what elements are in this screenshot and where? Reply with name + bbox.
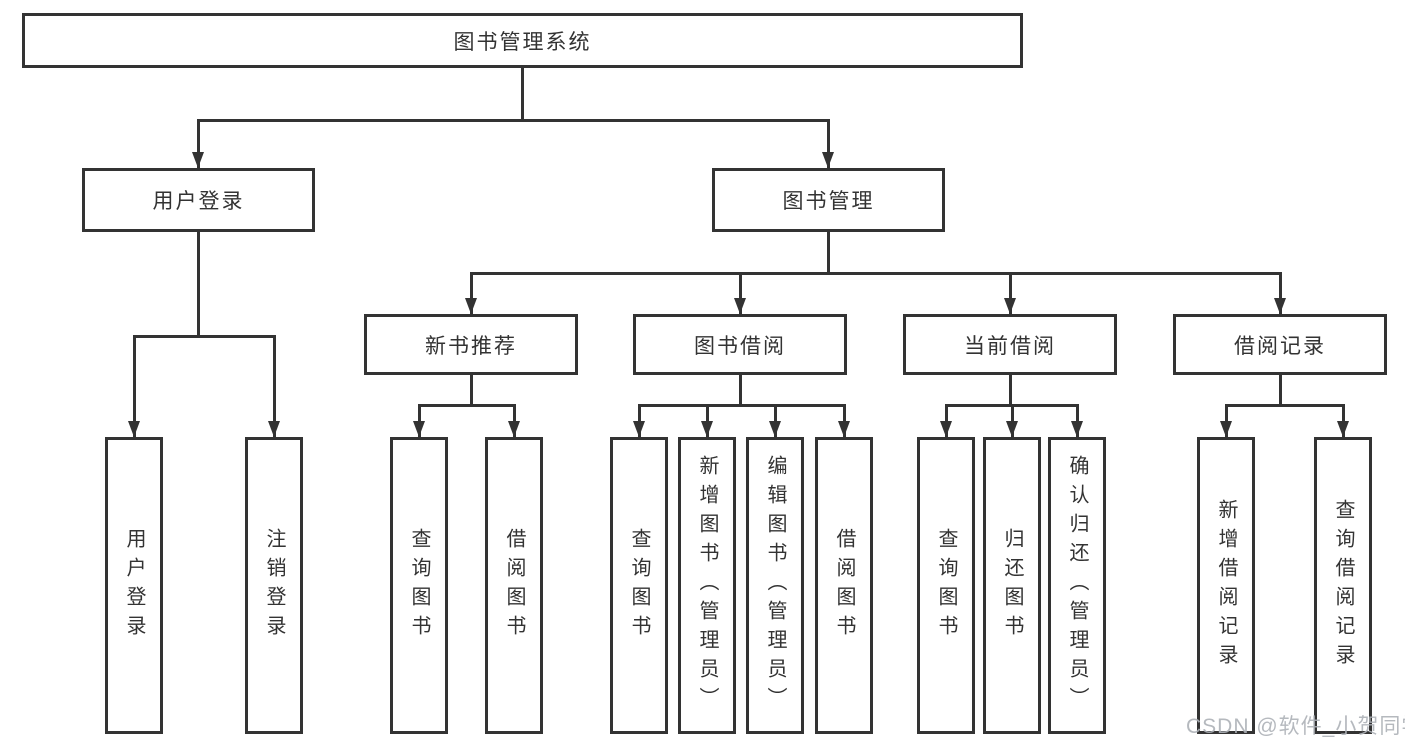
leaf-borrow-books-borrowing-label: 借阅图书 <box>833 527 855 644</box>
leaf-edit-books-admin-label: 编辑图书（管理员） <box>764 455 786 716</box>
arrowhead-icon <box>508 421 520 437</box>
arrowhead-icon <box>1274 298 1286 314</box>
leaf-query-borrow-record: 查询借阅记录 <box>1314 437 1372 734</box>
leaf-user-login-label: 用户登录 <box>123 527 145 644</box>
leaf-query-books-current-label: 查询图书 <box>935 527 957 644</box>
arrowhead-icon <box>413 421 425 437</box>
leaf-query-books-current: 查询图书 <box>917 437 975 734</box>
arrowhead-icon <box>1220 421 1232 437</box>
connector-line <box>197 232 200 336</box>
arrowhead-icon <box>192 152 204 168</box>
leaf-query-books-borrowing: 查询图书 <box>610 437 668 734</box>
leaf-add-books-admin-label: 新增图书（管理员） <box>696 455 718 716</box>
leaf-query-borrow-record-label: 查询借阅记录 <box>1332 498 1354 673</box>
connector-line <box>1225 404 1345 407</box>
connector-line <box>1279 272 1282 314</box>
node-book-management-label: 图书管理 <box>782 190 875 213</box>
connector-line <box>1009 272 1012 314</box>
arrowhead-icon <box>822 152 834 168</box>
connector-line <box>1009 375 1012 405</box>
connector-line <box>470 272 473 314</box>
connector-line <box>638 404 846 407</box>
arrowhead-icon <box>1006 421 1018 437</box>
arrowhead-icon <box>838 421 850 437</box>
arrowhead-icon <box>1337 421 1349 437</box>
node-root: 图书管理系统 <box>22 13 1023 68</box>
connector-line <box>739 272 742 314</box>
leaf-query-books-recommend: 查询图书 <box>390 437 448 734</box>
leaf-borrow-books-borrowing: 借阅图书 <box>815 437 873 734</box>
leaf-return-books: 归还图书 <box>983 437 1041 734</box>
node-new-book-recommendation: 新书推荐 <box>364 314 578 375</box>
connector-line <box>133 335 136 437</box>
arrowhead-icon <box>1071 421 1083 437</box>
connector-line <box>1225 404 1228 437</box>
arrowhead-icon <box>465 298 477 314</box>
connector-line <box>843 404 846 437</box>
leaf-edit-books-admin: 编辑图书（管理员） <box>746 437 804 734</box>
node-book-borrowing: 图书借阅 <box>633 314 847 375</box>
node-root-label: 图书管理系统 <box>453 30 592 54</box>
connector-line <box>774 404 777 437</box>
arrowhead-icon <box>734 298 746 314</box>
connector-line <box>273 335 276 437</box>
arrowhead-icon <box>128 421 140 437</box>
watermark: CSDN @软件_小贺同学 <box>1186 715 1405 738</box>
arrowhead-icon <box>769 421 781 437</box>
connector-line <box>418 404 516 407</box>
leaf-confirm-return-admin-label: 确认归还（管理员） <box>1066 455 1088 716</box>
connector-line <box>827 232 830 273</box>
connector-line <box>521 68 524 121</box>
node-user-login-label: 用户登录 <box>152 190 245 213</box>
connector-line <box>945 404 948 437</box>
connector-line <box>1076 404 1079 437</box>
connector-line <box>1279 375 1282 405</box>
leaf-query-books-recommend-label: 查询图书 <box>408 527 430 644</box>
leaf-return-books-label: 归还图书 <box>1001 527 1023 644</box>
connector-line <box>513 404 516 437</box>
node-user-login: 用户登录 <box>82 168 315 232</box>
node-book-management: 图书管理 <box>712 168 945 232</box>
connector-line <box>1011 404 1014 437</box>
arrowhead-icon <box>268 421 280 437</box>
leaf-add-borrow-record: 新增借阅记录 <box>1197 437 1255 734</box>
leaf-borrow-books-recommend: 借阅图书 <box>485 437 543 734</box>
leaf-user-login: 用户登录 <box>105 437 163 734</box>
connector-line <box>638 404 641 437</box>
connector-line <box>197 119 200 168</box>
connector-line <box>133 335 275 338</box>
arrowhead-icon <box>1004 298 1016 314</box>
arrowhead-icon <box>633 421 645 437</box>
node-new-book-recommendation-label: 新书推荐 <box>425 334 517 358</box>
connector-line <box>739 375 742 405</box>
leaf-logout-label: 注销登录 <box>263 527 285 644</box>
leaf-add-books-admin: 新增图书（管理员） <box>678 437 736 734</box>
leaf-query-books-borrowing-label: 查询图书 <box>628 527 650 644</box>
arrowhead-icon <box>940 421 952 437</box>
node-borrowing-records-label: 借阅记录 <box>1234 334 1326 358</box>
node-borrowing-records: 借阅记录 <box>1173 314 1387 375</box>
connector-line <box>827 119 830 168</box>
node-current-borrowing: 当前借阅 <box>903 314 1117 375</box>
leaf-add-borrow-record-label: 新增借阅记录 <box>1215 498 1237 673</box>
leaf-confirm-return-admin: 确认归还（管理员） <box>1048 437 1106 734</box>
arrowhead-icon <box>701 421 713 437</box>
connector-line <box>470 272 1281 275</box>
node-book-borrowing-label: 图书借阅 <box>694 334 786 358</box>
connector-line <box>418 404 421 437</box>
connector-line <box>197 119 830 122</box>
leaf-logout: 注销登录 <box>245 437 303 734</box>
node-current-borrowing-label: 当前借阅 <box>964 334 1056 358</box>
connector-line <box>1342 404 1345 437</box>
connector-line <box>470 375 473 405</box>
leaf-borrow-books-recommend-label: 借阅图书 <box>503 527 525 644</box>
connector-line <box>706 404 709 437</box>
